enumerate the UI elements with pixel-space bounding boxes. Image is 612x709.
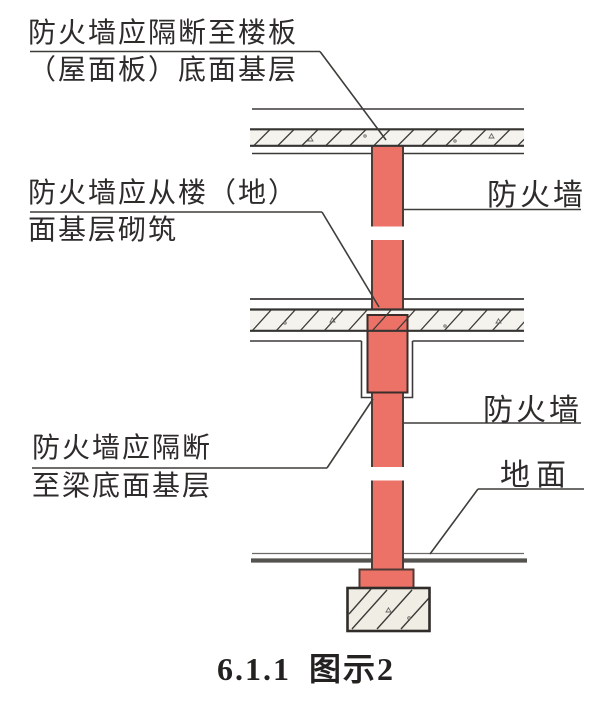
roof-slab-hatch xyxy=(250,128,524,147)
wall-footing-step xyxy=(358,568,415,590)
floor-slab-aggregate-marks xyxy=(283,316,502,328)
firewall-lower-section xyxy=(371,390,404,573)
label-bottom-left: 防火墙应隔断 至梁底面基层 xyxy=(32,430,212,506)
label-firewall-top: 防火墙 xyxy=(487,179,586,212)
annotation-leaders xyxy=(30,50,584,555)
figure-caption: 6.1.1 图示2 xyxy=(216,651,395,687)
wall-break-lower xyxy=(368,467,407,481)
wall-break-upper xyxy=(368,226,407,240)
foundation-rect xyxy=(346,586,431,633)
label-top-left: 防火墙应隔断至楼板 （屋面板）底面基层 xyxy=(28,15,298,89)
label-top-left-line1: 防火墙应隔断至楼板 xyxy=(28,18,299,49)
label-firewall-mid: 防火墙 xyxy=(483,394,582,427)
leader-arrow-ground xyxy=(429,488,479,555)
floor-slab-and-beam xyxy=(250,308,524,394)
leader-arrow-midleft xyxy=(321,211,380,308)
roof-slab xyxy=(250,128,524,147)
label-top-left-line2: （屋面板）底面基层 xyxy=(28,55,299,86)
leader-arrow-topleft xyxy=(319,51,387,141)
label-ground: 地面 xyxy=(500,459,572,492)
foundation-block xyxy=(346,586,431,633)
roof-slab-aggregate-marks xyxy=(307,132,495,143)
floor-slab-hatch xyxy=(250,309,524,331)
label-bottom-left-line1: 防火墙应隔断 xyxy=(32,433,213,464)
label-mid-left: 防火墙应从楼（地） 面基层砌筑 xyxy=(28,175,298,249)
label-mid-left-line1: 防火墙应从楼（地） xyxy=(28,178,299,209)
leader-arrow-bottomleft xyxy=(326,398,374,469)
foundation-hatch xyxy=(348,589,429,630)
label-mid-left-line2: 面基层砌筑 xyxy=(28,215,179,246)
label-bottom-left-line2: 至梁底面基层 xyxy=(32,471,213,502)
foundation-aggregate-marks xyxy=(385,606,411,620)
